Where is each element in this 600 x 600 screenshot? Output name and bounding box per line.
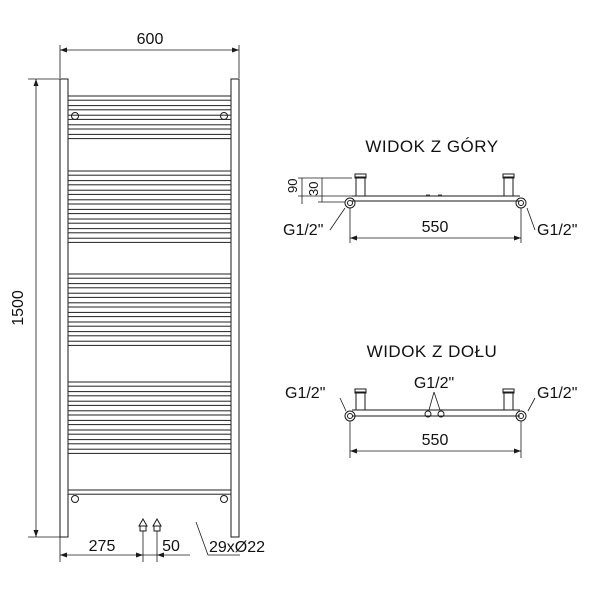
heating-tube [67, 228, 232, 234]
heating-tube [67, 429, 232, 435]
heating-tube [67, 105, 232, 111]
heating-tube [67, 199, 232, 205]
bottom-center-port-label: G1/2" [414, 375, 454, 392]
bottom-right-port-label: G1/2" [537, 385, 577, 402]
heating-tube [67, 273, 232, 279]
heating-tube [67, 133, 232, 140]
heating-tube [67, 321, 232, 327]
top-left-port-label: G1/2" [283, 222, 323, 239]
width-label: 600 [137, 31, 164, 48]
height-label: 1500 [10, 290, 27, 326]
heating-tube [67, 237, 232, 243]
heating-tube [67, 331, 232, 337]
valve-spacing-label: 50 [162, 538, 180, 555]
top-view: WIDOK Z GÓRY 90 30 G1/2" G1/2" [283, 137, 577, 243]
heating-tubes [67, 95, 232, 495]
heating-tube [67, 292, 232, 298]
heating-tube [67, 400, 232, 406]
front-view: 600 1500 [10, 31, 265, 562]
bottom-view: WIDOK Z DOŁU G1/2" G1/2" G1/2" 550 [285, 342, 577, 458]
bottom-span-label: 550 [422, 432, 449, 449]
heating-tube [67, 311, 232, 318]
bottom-dimensions: 275 50 [59, 531, 190, 562]
bottom-left-port-label: G1/2" [285, 385, 325, 402]
heating-tube [67, 283, 232, 289]
right-rail [230, 78, 240, 538]
heating-tube [67, 381, 232, 387]
heating-tube [67, 180, 232, 186]
heating-tube [67, 124, 232, 130]
depth-label-90: 90 [285, 179, 300, 193]
heating-tube [67, 391, 232, 397]
heating-tube [67, 302, 232, 308]
tubes-leader: 29xØ22 [195, 521, 265, 556]
width-dimension: 600 [59, 31, 240, 78]
bottom-view-title: WIDOK Z DOŁU [367, 342, 498, 361]
heating-tube [67, 218, 232, 224]
heating-tube [67, 189, 232, 195]
offset-label: 275 [89, 538, 116, 555]
heating-tube [67, 419, 232, 426]
mounting-points [71, 112, 228, 503]
heating-tube [67, 489, 232, 495]
heating-tube [67, 340, 232, 346]
top-span-label: 550 [422, 219, 449, 236]
heating-tube [67, 208, 232, 215]
heating-tube [67, 410, 232, 416]
heating-tube [67, 448, 232, 454]
heating-tube [67, 439, 232, 445]
left-rail [59, 78, 69, 538]
heating-tube [67, 114, 232, 120]
heating-tube [67, 95, 232, 101]
depth-label-30: 30 [306, 182, 321, 196]
bottom-valves [138, 517, 162, 532]
tubes-label: 29xØ22 [209, 539, 265, 556]
top-right-port-label: G1/2" [537, 222, 577, 239]
height-dimension: 1500 [10, 78, 60, 538]
heating-tube [67, 170, 232, 176]
top-view-title: WIDOK Z GÓRY [365, 137, 498, 156]
